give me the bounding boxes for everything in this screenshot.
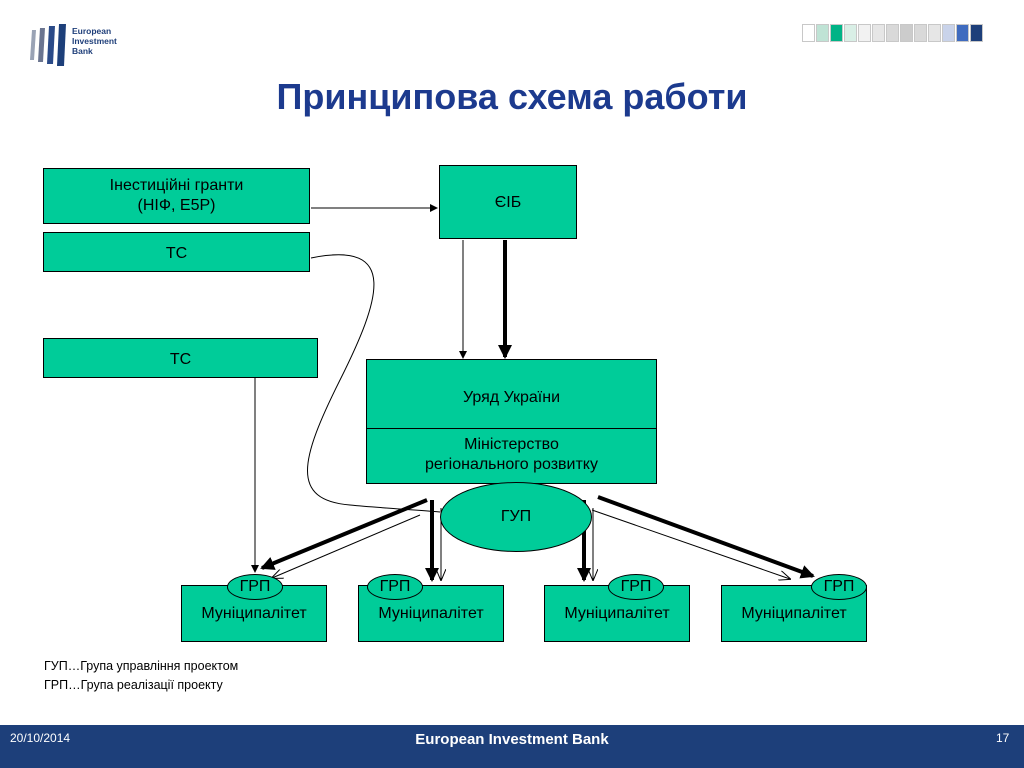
footer-bar	[0, 725, 1024, 768]
eib-label: ЄІБ	[494, 194, 522, 211]
grants-line1: Інестиційні гранти	[109, 177, 244, 194]
deco-square	[956, 24, 969, 42]
gup-label: ГУП	[500, 508, 532, 525]
deco-square	[872, 24, 885, 42]
grp-label-1: ГРП	[239, 578, 271, 595]
arrow-gup-to-muni4-thin	[591, 509, 790, 579]
deco-square	[900, 24, 913, 42]
grp-label-2: ГРП	[379, 578, 411, 595]
decorative-squares	[802, 24, 983, 42]
arrow-gup-to-muni1-thick	[260, 498, 428, 570]
grp-ellipse-1: ГРП	[227, 574, 283, 600]
municipality-label-1: Муніципалітет	[201, 605, 307, 622]
ministry-line2: регіонального розвитку	[425, 456, 598, 473]
grp-label-3: ГРП	[620, 578, 652, 595]
ministry-box: Міністерство регіонального розвитку	[366, 428, 657, 484]
grp-ellipse-4: ГРП	[811, 574, 867, 600]
government-label: Уряд України	[462, 389, 561, 406]
footer-date: 20/10/2014	[10, 731, 71, 745]
tc-mid-box: ТС	[43, 338, 318, 378]
grants-line2: (НІФ, E5P)	[137, 197, 216, 214]
deco-square	[844, 24, 857, 42]
tc-top-box: ТС	[43, 232, 310, 272]
grp-ellipse-3: ГРП	[608, 574, 664, 600]
deco-square	[914, 24, 927, 42]
legend-line-1: ГУП…Група управління проектом	[44, 659, 239, 673]
curve-tc-to-gup	[307, 254, 441, 513]
municipality-label-4: Муніципалітет	[741, 605, 847, 622]
municipality-box-3: Муніципалітет	[544, 585, 690, 642]
deco-square	[802, 24, 815, 42]
deco-square	[942, 24, 955, 42]
grp-label-4: ГРП	[823, 578, 855, 595]
arrow-gup-to-muni1-thin	[272, 514, 421, 578]
grp-ellipse-2: ГРП	[367, 574, 423, 600]
ministry-line1: Міністерство	[464, 436, 559, 453]
gup-ellipse: ГУП	[440, 482, 592, 552]
legend-line-2: ГРП…Група реалізації проекту	[44, 678, 223, 692]
deco-square	[970, 24, 983, 42]
deco-square	[928, 24, 941, 42]
deco-square	[858, 24, 871, 42]
tc-mid-label: ТС	[169, 351, 192, 368]
municipality-label-2: Муніципалітет	[378, 605, 484, 622]
deco-square	[886, 24, 899, 42]
eib-box: ЄІБ	[439, 165, 577, 239]
page-number: 17	[996, 731, 1010, 745]
eib-logo	[30, 24, 66, 66]
arrow-gup-to-muni4-thick	[597, 495, 815, 579]
logo-text: European Investment Bank	[72, 26, 117, 56]
government-box: Уряд України	[366, 359, 657, 429]
deco-square	[830, 24, 843, 42]
deco-square	[816, 24, 829, 42]
slide-title: Принципова схема работи	[276, 76, 748, 117]
footer-title: European Investment Bank	[415, 731, 609, 748]
municipality-label-3: Муніципалітет	[564, 605, 670, 622]
tc-top-label: ТС	[165, 245, 188, 262]
investment-grants-box: Інестиційні гранти (НІФ, E5P)	[43, 168, 310, 224]
